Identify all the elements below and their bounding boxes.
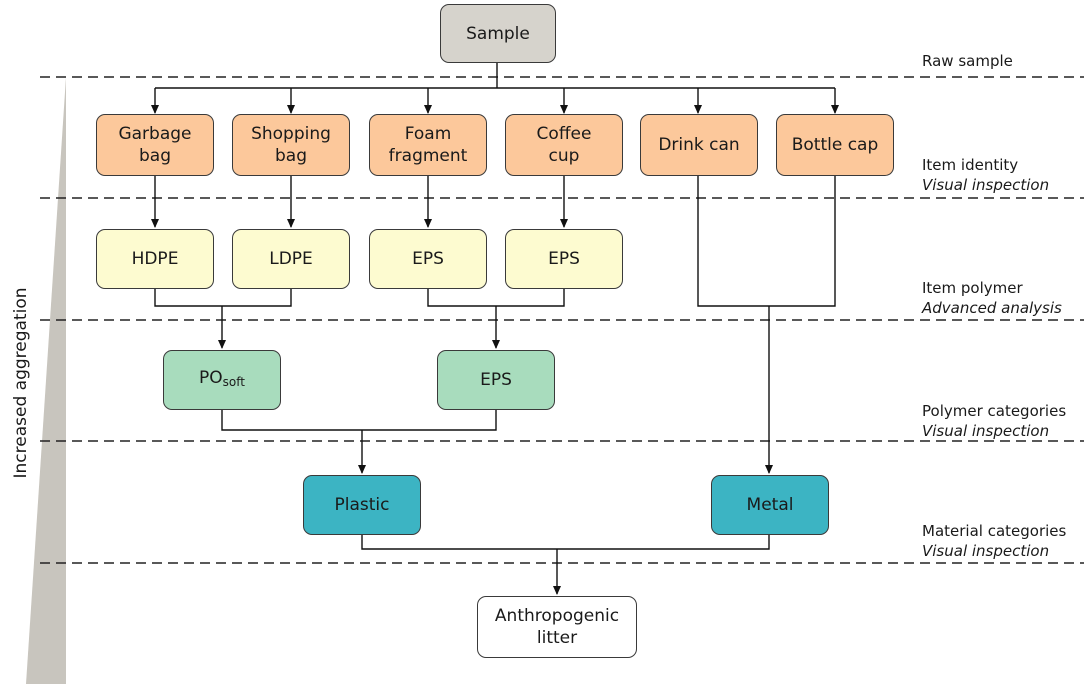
item-box-foam-fragment: Foam fragment bbox=[369, 114, 487, 176]
polymer-label: EPS bbox=[412, 249, 444, 269]
polymer-label: LDPE bbox=[269, 249, 313, 269]
polymer-box-eps-foam: EPS bbox=[369, 229, 487, 289]
polymer-label: EPS bbox=[548, 249, 580, 269]
aggregation-wedge bbox=[26, 77, 66, 684]
item-label: Bottle cap bbox=[791, 135, 879, 155]
polymer-box-ldpe: LDPE bbox=[232, 229, 350, 289]
final-label-line1: Anthropogenic bbox=[494, 606, 620, 626]
final-box-anthropogenic-litter: Anthropogenic litter bbox=[477, 596, 637, 658]
level-label-polymer-categories: Polymer categories Visual inspection bbox=[922, 401, 1066, 441]
item-box-coffee-cup: Coffee cup bbox=[505, 114, 623, 176]
axis-label-text: Increased aggregation bbox=[11, 287, 31, 479]
level-name: Raw sample bbox=[922, 52, 1013, 70]
polymer-box-eps-cup: EPS bbox=[505, 229, 623, 289]
polymer-box-hdpe: HDPE bbox=[96, 229, 214, 289]
final-label-line2: litter bbox=[536, 628, 578, 648]
item-box-bottle-cap: Bottle cap bbox=[776, 114, 894, 176]
polymer-label: HDPE bbox=[131, 249, 179, 269]
connector bbox=[221, 410, 497, 431]
connector bbox=[427, 289, 565, 307]
item-label-line1: Coffee bbox=[536, 124, 592, 144]
polymer-category-box-eps: EPS bbox=[437, 350, 555, 410]
item-label-line2: fragment bbox=[388, 146, 468, 166]
material-label: Metal bbox=[746, 495, 794, 515]
level-method: Visual inspection bbox=[922, 542, 1050, 560]
level-separators bbox=[40, 76, 1084, 564]
level-method: Visual inspection bbox=[922, 176, 1050, 194]
connector bbox=[361, 535, 770, 550]
item-box-drink-can: Drink can bbox=[640, 114, 758, 176]
level-label-item-polymer: Item polymer Advanced analysis bbox=[922, 278, 1062, 318]
item-label-line2: cup bbox=[548, 146, 580, 166]
connectors bbox=[151, 63, 839, 595]
level-name: Item identity bbox=[922, 156, 1019, 174]
level-name: Item polymer bbox=[922, 279, 1023, 297]
polymer-category-label: PO bbox=[199, 368, 223, 388]
item-label: Drink can bbox=[658, 135, 740, 155]
item-box-garbage-bag: Garbage bag bbox=[96, 114, 214, 176]
level-label-material-categories: Material categories Visual inspection bbox=[922, 521, 1066, 561]
item-label-line2: bag bbox=[138, 146, 171, 166]
material-box-metal: Metal bbox=[711, 475, 829, 535]
sample-label: Sample bbox=[466, 23, 530, 44]
level-name: Polymer categories bbox=[922, 402, 1067, 420]
item-label-line1: Foam bbox=[404, 124, 452, 144]
connector bbox=[697, 176, 836, 307]
item-box-shopping-bag: Shopping bag bbox=[232, 114, 350, 176]
polymer-category-subscript: soft bbox=[222, 375, 245, 389]
item-label-line1: Garbage bbox=[118, 124, 192, 144]
level-label-raw-sample: Raw sample bbox=[922, 51, 1013, 71]
item-label-line2: bag bbox=[275, 146, 307, 166]
sample-box: Sample bbox=[440, 4, 556, 63]
level-method: Visual inspection bbox=[922, 422, 1050, 440]
level-method: Advanced analysis bbox=[922, 299, 1062, 317]
material-box-plastic: Plastic bbox=[303, 475, 421, 535]
polymer-category-box-posoft: POsoft bbox=[163, 350, 281, 410]
connector bbox=[154, 289, 292, 307]
item-label-line1: Shopping bbox=[251, 124, 331, 144]
level-name: Material categories bbox=[922, 522, 1067, 540]
level-label-item-identity: Item identity Visual inspection bbox=[922, 155, 1049, 195]
material-label: Plastic bbox=[334, 495, 390, 515]
polymer-category-label: EPS bbox=[480, 370, 512, 390]
